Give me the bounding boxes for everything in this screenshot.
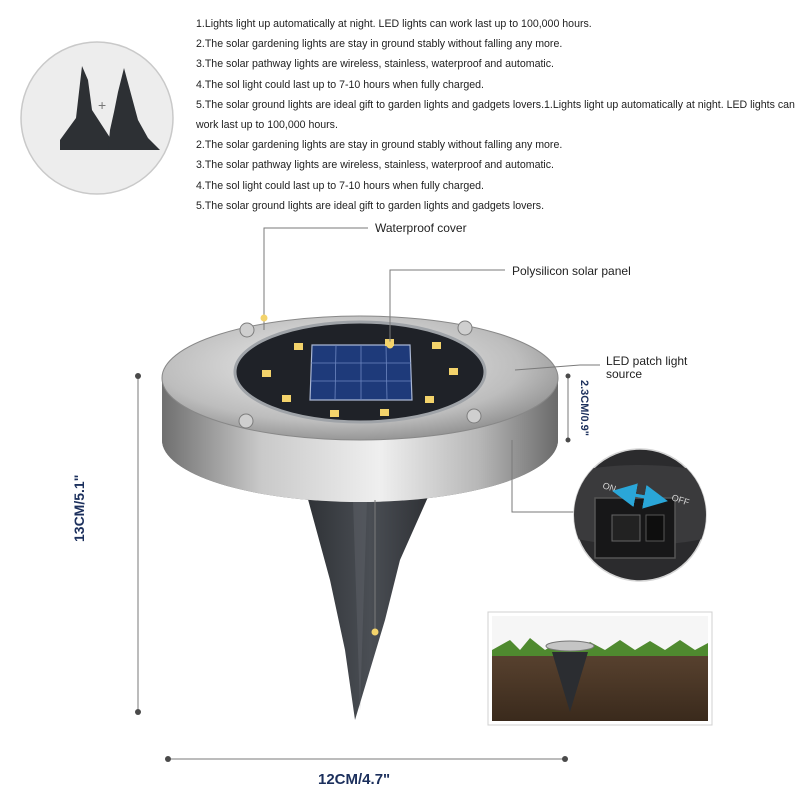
light-body bbox=[161, 315, 559, 502]
width-dimension bbox=[165, 756, 568, 762]
plus-icon: + bbox=[98, 97, 106, 113]
thickness-label: 2.3CM/0.9" bbox=[578, 380, 590, 436]
feature-item: 5.The solar ground lights are ideal gift… bbox=[196, 98, 795, 132]
led bbox=[432, 342, 441, 349]
feature-item: 4.The sol light could last up to 7-10 ho… bbox=[196, 78, 484, 91]
led bbox=[330, 410, 339, 417]
thickness-dimension bbox=[565, 373, 571, 443]
waterproof-cover-label: Waterproof cover bbox=[375, 221, 467, 235]
feature-item: 5.The solar ground lights are ideal gift… bbox=[196, 199, 545, 212]
feature-item: 2.The solar gardening lights are stay in… bbox=[196, 38, 563, 51]
solar-panel bbox=[309, 344, 413, 401]
led bbox=[282, 395, 291, 402]
led bbox=[425, 396, 434, 403]
led-source-label: LED patch light source bbox=[606, 354, 688, 381]
height-dimension bbox=[135, 373, 141, 715]
installed-ground-photo bbox=[487, 611, 713, 726]
switch-closeup-icon: ON OFF bbox=[573, 448, 707, 582]
ground-stake bbox=[300, 470, 440, 720]
feature-item: 3.The solar pathway lights are wireless,… bbox=[196, 159, 555, 172]
feature-item: 2.The solar gardening lights are stay in… bbox=[196, 139, 563, 152]
feature-item: 3.The solar pathway lights are wireless,… bbox=[196, 58, 555, 71]
led bbox=[294, 343, 303, 350]
height-label: 13CM/5.1" bbox=[71, 474, 87, 542]
feature-list: 1.Lights light up automatically at night… bbox=[196, 14, 796, 216]
solar-panel-label: Polysilicon solar panel bbox=[512, 264, 631, 278]
led bbox=[262, 370, 271, 377]
feature-item: 4.The sol light could last up to 7-10 ho… bbox=[196, 179, 484, 192]
callout-lines bbox=[263, 227, 600, 632]
stake-assembly-icon: + bbox=[20, 41, 174, 195]
width-label: 12CM/4.7" bbox=[318, 771, 391, 788]
led bbox=[380, 409, 389, 416]
feature-item: 1.Lights light up automatically at night… bbox=[196, 18, 592, 30]
led bbox=[449, 368, 458, 375]
